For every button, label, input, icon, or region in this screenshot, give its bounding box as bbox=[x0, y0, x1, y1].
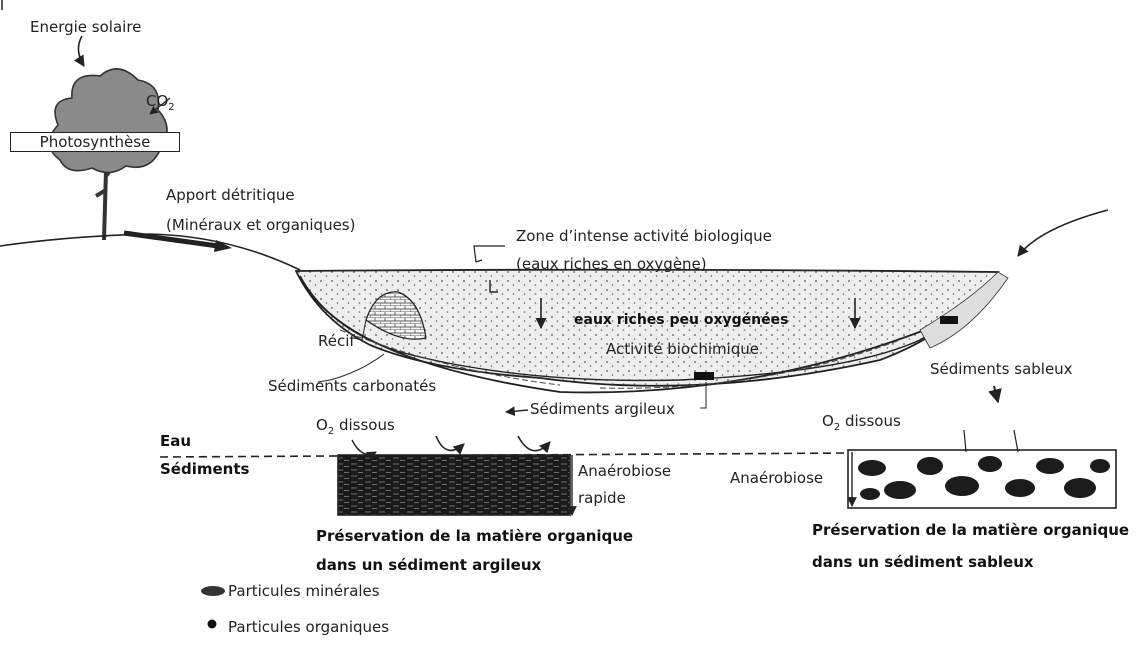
preservation-sand-subtitle: dans un sédiment sableux bbox=[812, 553, 1034, 571]
photosynthesis-label: Photosynthèse bbox=[10, 132, 180, 152]
anaerobiosis-rapid-label: rapide bbox=[578, 489, 626, 507]
o2-dissolved-right-label: O2 dissous bbox=[822, 412, 901, 437]
water-label: Eau bbox=[160, 432, 191, 450]
clay-sediments-label: Sédiments argileux bbox=[530, 400, 675, 418]
solar-arrow bbox=[78, 36, 84, 66]
solar-energy-label: Energie solaire bbox=[30, 18, 141, 36]
anaerobiosis-right-label: Anaérobiose bbox=[730, 469, 823, 487]
sand-marker bbox=[940, 316, 958, 324]
preservation-clay-subtitle: dans un sédiment argileux bbox=[316, 556, 541, 574]
preservation-clay-title: Préservation de la matière organique bbox=[316, 527, 633, 545]
low-oxygen-water-label: eaux riches peu oxygénées bbox=[574, 311, 788, 329]
sandy-sediments-label: Sédiments sableux bbox=[930, 360, 1073, 378]
legend-organic-label: Particules organiques bbox=[228, 618, 389, 636]
clay-marker bbox=[694, 372, 714, 380]
sediments-label: Sédiments bbox=[160, 460, 249, 478]
clay-sediment-box bbox=[338, 455, 570, 515]
co2-label: CO2 bbox=[146, 92, 175, 117]
detrital-input-label: Apport détritique bbox=[166, 186, 295, 204]
bio-zone-label: Zone d’intense activité biologique bbox=[516, 227, 772, 245]
land-surface bbox=[0, 234, 300, 270]
legend-mineral-label: Particules minérales bbox=[228, 582, 380, 600]
mineral-particle-glyph bbox=[201, 586, 225, 596]
runoff-arrow bbox=[1018, 210, 1108, 256]
organic-particle-glyph bbox=[208, 620, 217, 629]
detrital-input-sublabel: (Minéraux et organiques) bbox=[166, 216, 355, 234]
preservation-sand-title: Préservation de la matière organique bbox=[812, 521, 1129, 539]
anaerobiosis-left-label: Anaérobiose bbox=[578, 462, 671, 480]
bio-zone-sublabel: (eaux riches en oxygène) bbox=[516, 255, 707, 273]
biochemical-activity-label: Activité biochimique bbox=[606, 340, 759, 358]
reef-label: Récif bbox=[318, 332, 355, 350]
o2-dissolved-left-label: O2 dissous bbox=[316, 416, 395, 441]
carbonate-sediments-label: Sédiments carbonatés bbox=[268, 377, 436, 395]
